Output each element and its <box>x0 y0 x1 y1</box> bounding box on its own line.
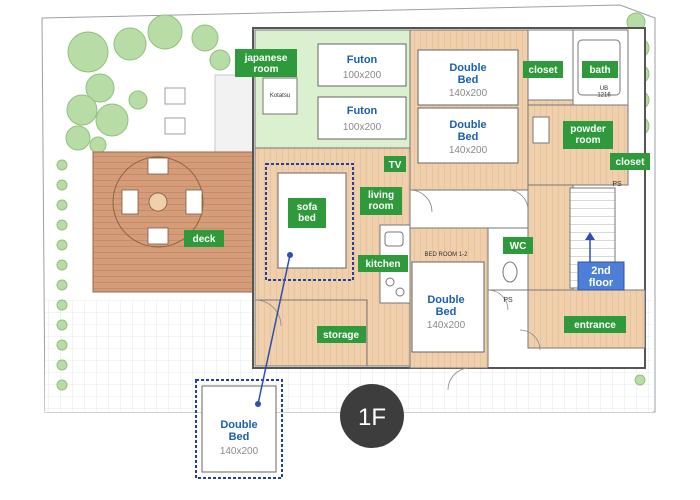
kotatsu-label: Kotatsu <box>270 93 290 99</box>
svg-text:closet: closet <box>616 157 646 168</box>
site-boundary <box>41 4 656 413</box>
futon-1-size: 100x200 <box>343 70 382 81</box>
kitchen-sink <box>384 231 404 247</box>
ps-tag-mid: PS <box>503 297 513 304</box>
bath-label: bath <box>582 61 618 78</box>
sofa-bed-outline <box>265 163 354 281</box>
sink <box>532 116 550 144</box>
double-bed-3 <box>411 261 485 353</box>
garden-path <box>214 74 254 154</box>
svg-text:TV: TV <box>389 160 402 171</box>
garden-trees <box>65 14 231 154</box>
left-hedge <box>56 159 68 391</box>
outside-bed-outline <box>195 379 283 479</box>
double-bed-2 <box>417 107 519 164</box>
futon-1 <box>317 43 407 87</box>
stove-burner <box>395 287 405 297</box>
wc-label: WC <box>503 237 533 254</box>
futon-1-name: Futon <box>347 54 378 66</box>
deck-label: deck <box>184 230 224 247</box>
double-bed-4-size: 140x200 <box>220 446 259 457</box>
svg-text:1F: 1F <box>358 404 386 431</box>
double-bed-4 <box>201 385 277 473</box>
tv-label: TV <box>384 156 406 172</box>
svg-text:WC: WC <box>510 241 527 252</box>
ps-tag-top: PS <box>612 181 622 188</box>
svg-text:bath: bath <box>589 65 610 76</box>
deck-area <box>92 151 254 293</box>
double-bed-1-size: 140x200 <box>449 88 488 99</box>
svg-text:entrance: entrance <box>574 320 616 331</box>
double-bed-2-size: 140x200 <box>449 145 488 156</box>
connector-dot-top <box>287 252 293 258</box>
futon-2-name: Futon <box>347 105 378 117</box>
deck-table-set <box>112 156 204 248</box>
svg-text:kitchen: kitchen <box>365 259 400 270</box>
garden-stepping-stone <box>164 117 186 135</box>
closet-top-label: closet <box>523 61 563 78</box>
futon-2 <box>317 96 407 140</box>
stove-burner <box>385 277 395 287</box>
bedroom-tag: BED ROOM 1-2 <box>424 252 468 258</box>
kotatsu-table <box>262 77 298 115</box>
connector-line <box>257 254 291 405</box>
svg-text:storage: storage <box>323 330 360 341</box>
futon-2-size: 100x200 <box>343 122 382 133</box>
connector-dot-bottom <box>255 401 261 407</box>
svg-text:closet: closet <box>529 65 559 76</box>
toilet <box>502 261 518 283</box>
kitchen-label: kitchen <box>358 255 408 272</box>
double-bed-1 <box>417 49 519 106</box>
storage-label: storage <box>317 326 366 343</box>
svg-text:deck: deck <box>193 234 216 245</box>
closet-right-label: closet <box>610 153 650 170</box>
double-bed-3-size: 140x200 <box>427 320 466 331</box>
entrance-label: entrance <box>564 316 626 333</box>
floor-badge: 1F <box>340 384 404 448</box>
door-swings <box>254 189 541 391</box>
garden-stepping-stone <box>164 87 186 105</box>
